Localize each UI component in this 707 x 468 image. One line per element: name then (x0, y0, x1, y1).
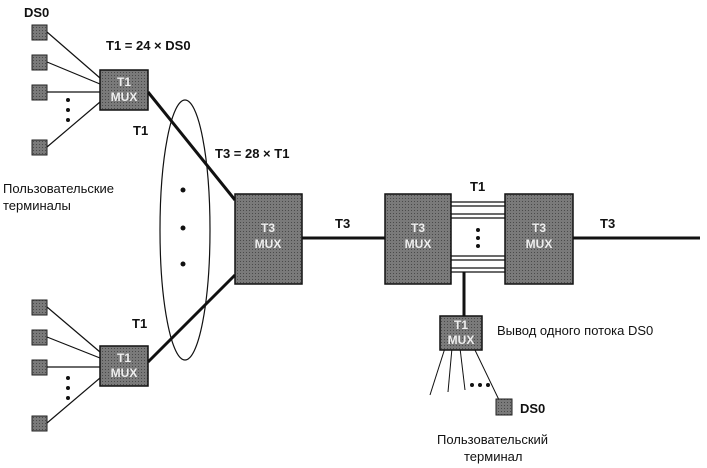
upper-terminals (31, 24, 101, 156)
terminal-square (31, 24, 48, 41)
ellipsis-dot (478, 383, 482, 387)
ellipsis-dot (66, 376, 70, 380)
ellipsis-dot (476, 228, 480, 232)
drop-terminal-links (429, 347, 513, 416)
ellipsis-dot (66, 98, 70, 102)
ellipsis-dot (180, 225, 186, 231)
svg-text:MUX: MUX (111, 90, 138, 104)
svg-text:MUX: MUX (111, 366, 138, 380)
t3-mux-left: T3 MUX (234, 193, 303, 285)
t1-link-lower (146, 273, 237, 364)
t1-mux-lower: T1 MUX (99, 345, 149, 387)
terminal-square (31, 359, 48, 376)
lower-terminals (31, 299, 101, 432)
t3-out-label: T3 (600, 216, 615, 231)
ds0-label-top: DS0 (24, 5, 49, 20)
svg-text:MUX: MUX (526, 237, 553, 251)
terminal-square (31, 54, 48, 71)
terminal-square (31, 84, 48, 101)
terminal-square (31, 329, 48, 346)
svg-text:T3: T3 (532, 221, 546, 235)
t1-mux-drop: T1 MUX (439, 315, 483, 351)
terminal-square (31, 139, 48, 156)
svg-text:MUX: MUX (405, 237, 432, 251)
ds0-label-bottom: DS0 (520, 401, 545, 416)
t1-mux-upper: T1 MUX (99, 69, 149, 111)
ellipsis-dot (66, 118, 70, 122)
t1-label-upper: T1 (133, 123, 148, 138)
ellipsis-dot (66, 108, 70, 112)
terminal-square (31, 299, 48, 316)
ellipsis-dot (476, 236, 480, 240)
svg-text:T1: T1 (454, 318, 468, 332)
svg-text:T1: T1 (117, 351, 131, 365)
t1-formula-label: T1 = 24 × DS0 (106, 38, 191, 53)
t3-mux-right: T3 MUX (504, 193, 574, 285)
terminal-square (495, 398, 513, 416)
terminal-square (31, 415, 48, 432)
ellipsis-dot (66, 386, 70, 390)
svg-text:MUX: MUX (448, 333, 475, 347)
svg-text:T1: T1 (117, 75, 131, 89)
t1-link-upper (146, 91, 237, 201)
t3-link-label: T3 (335, 216, 350, 231)
user-terminal-label-1: Пользовательский (437, 432, 548, 447)
ellipsis-dot (476, 244, 480, 248)
svg-text:MUX: MUX (255, 237, 282, 251)
drop-label: Вывод одного потока DS0 (497, 323, 653, 338)
user-terminal-label-2: терминал (464, 449, 522, 464)
ellipsis-dot (66, 396, 70, 400)
t3-mux-mid: T3 MUX (384, 193, 452, 285)
ellipsis-dot (180, 261, 186, 267)
t1-parallel-links (451, 201, 505, 273)
t1-bundle-ellipse (159, 99, 211, 361)
ellipsis-dot (470, 383, 474, 387)
t3-formula-label: T3 = 28 × T1 (215, 146, 289, 161)
t1-between-label: T1 (470, 179, 485, 194)
t1-label-lower: T1 (132, 316, 147, 331)
user-terminals-label-1: Пользовательские (3, 181, 114, 196)
ellipsis-dot (180, 187, 186, 193)
ellipsis-dot (486, 383, 490, 387)
svg-text:T3: T3 (261, 221, 275, 235)
user-terminals-label-2: терминалы (3, 198, 71, 213)
svg-text:T3: T3 (411, 221, 425, 235)
